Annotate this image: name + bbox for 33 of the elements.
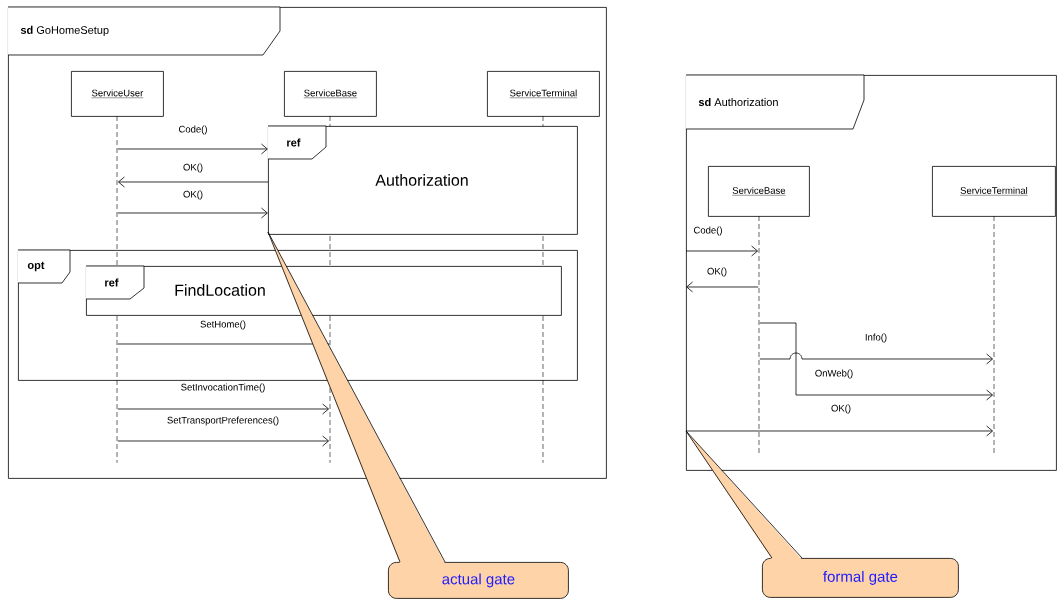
ref-fragment: ref FindLocation [85,265,562,316]
message-arrow [685,245,758,257]
edge-label: OK() [183,190,203,200]
lifeline-head: ServiceTerminal [487,71,600,117]
callout-box: actual gate [388,562,569,599]
edge-label: SetTransportPreferences() [167,416,279,426]
message-arrow [117,143,268,155]
edge-label: OnWeb() [815,369,853,379]
lifeline-head: ServiceUser [71,71,164,117]
edge-label: SetInvocationTime() [181,383,265,393]
leader-line [267,231,401,563]
lifeline-head: ServiceBase [708,166,810,217]
edge-label: Code() [693,226,722,236]
lifeline [116,115,118,464]
message-arrow [759,322,993,401]
ref-fragment: ref Authorization [267,125,578,235]
callout-box: formal gate [762,558,959,598]
edge-label: Info() [865,333,887,343]
message-arrow [686,281,759,293]
message-arrow [759,352,993,365]
edge-label: OK() [183,163,203,173]
message-arrow [117,207,268,219]
lifeline-head: ServiceTerminal [932,166,1056,217]
message-arrow [117,435,329,447]
lifeline-head: ServiceBase [284,71,377,117]
edge-label: Code() [179,125,207,135]
edge-label: OK() [707,267,727,277]
leader-line [685,430,773,559]
edge-label: SetHome() [200,320,246,330]
edge-label: OK() [831,404,851,414]
message-arrow [685,425,993,437]
message-arrow [118,176,269,188]
message-arrow [117,403,329,415]
